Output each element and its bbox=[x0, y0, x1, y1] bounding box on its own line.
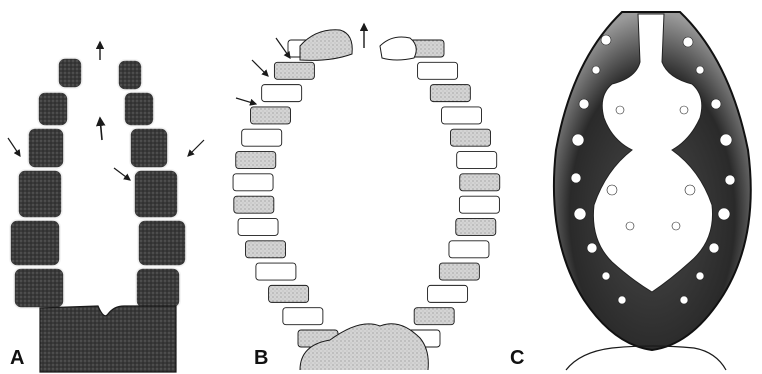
panel-a-right-segment bbox=[134, 170, 178, 218]
panel-b-left-cell bbox=[269, 285, 309, 302]
panel-a-right-column bbox=[118, 60, 186, 308]
panel-b-right-cell bbox=[451, 129, 491, 146]
panel-c-drawing bbox=[554, 12, 751, 370]
panel-c-pore bbox=[685, 185, 695, 195]
panel-b-left-cell bbox=[236, 152, 276, 169]
panel-c-pore bbox=[574, 208, 586, 220]
panel-label-c: C bbox=[510, 348, 524, 368]
panel-c-pore bbox=[720, 134, 732, 146]
panel-c-pore bbox=[602, 272, 610, 280]
panel-b-left-cell bbox=[256, 263, 296, 280]
panel-c-pore bbox=[572, 134, 584, 146]
panel-a-left-segment bbox=[18, 170, 62, 218]
panel-label-a: A bbox=[10, 348, 24, 368]
panel-a-right-segment bbox=[124, 92, 154, 126]
panel-c-pore bbox=[683, 37, 693, 47]
panel-b-right-cell bbox=[439, 263, 479, 280]
panel-a-arrow-inner-right bbox=[114, 168, 130, 180]
panel-c-pore bbox=[587, 243, 597, 253]
panel-c-pore bbox=[696, 272, 704, 280]
panel-b-left-cell bbox=[274, 62, 314, 79]
panel-b-top-cap-right bbox=[380, 37, 416, 60]
panel-a-right-segment bbox=[130, 128, 168, 168]
panel-c-pore bbox=[592, 66, 600, 74]
panel-c-pore bbox=[601, 35, 611, 45]
panel-a-drawing bbox=[8, 42, 204, 372]
panel-b-arrow-2 bbox=[252, 60, 268, 76]
panel-a-right-segment bbox=[118, 60, 142, 90]
panel-b-right-cell bbox=[418, 62, 458, 79]
panel-b-right-cell bbox=[449, 241, 489, 258]
panel-label-b: B bbox=[254, 348, 268, 368]
panel-c-pore bbox=[626, 222, 634, 230]
panel-a-right-segment bbox=[136, 268, 180, 308]
panel-b-left-cell bbox=[251, 107, 291, 124]
panel-b-left-cell bbox=[238, 218, 278, 235]
panel-a-left-segment bbox=[58, 58, 82, 88]
panel-b-right-cell bbox=[442, 107, 482, 124]
panel-b-left-column bbox=[233, 30, 352, 347]
panel-b-left-cell bbox=[283, 308, 323, 325]
panel-b-right-cell bbox=[457, 152, 497, 169]
panel-c-pore bbox=[571, 173, 581, 183]
panel-c-pore bbox=[618, 296, 626, 304]
panel-c-pore bbox=[672, 222, 680, 230]
panel-b-left-cell bbox=[233, 174, 273, 191]
panel-c-pore bbox=[607, 185, 617, 195]
panel-c-pore bbox=[616, 106, 624, 114]
panel-b-arrow-3 bbox=[236, 98, 256, 104]
panel-b-left-cell bbox=[246, 241, 286, 258]
panel-b-right-column bbox=[380, 37, 500, 347]
panel-b-left-cell bbox=[242, 129, 282, 146]
panel-c-pore bbox=[725, 175, 735, 185]
panel-a-left-segment bbox=[10, 220, 60, 266]
panel-c-pore bbox=[696, 66, 704, 74]
panel-a-arrow-outer-right bbox=[188, 140, 204, 156]
panel-c-pore bbox=[680, 296, 688, 304]
panel-a-left-segment bbox=[14, 268, 64, 308]
panel-a-arrow-center bbox=[100, 118, 102, 140]
panel-b-right-cell bbox=[456, 218, 496, 235]
panel-b-right-cell bbox=[428, 285, 468, 302]
panel-a-right-segment bbox=[138, 220, 186, 266]
panel-c-pore bbox=[718, 208, 730, 220]
panel-a-left-segment bbox=[28, 128, 64, 168]
panel-b-top-cap-left bbox=[300, 30, 352, 61]
panel-b-right-cell bbox=[430, 85, 470, 102]
panel-b-right-cell bbox=[460, 174, 500, 191]
panel-b-right-cell bbox=[414, 308, 454, 325]
panel-b-drawing bbox=[233, 24, 500, 370]
panel-a-base-block bbox=[40, 306, 176, 372]
panel-a-arrow-left bbox=[8, 138, 20, 156]
panel-c-pore bbox=[680, 106, 688, 114]
panel-b-left-cell bbox=[262, 85, 302, 102]
panel-b-right-cell bbox=[459, 196, 499, 213]
panel-a-left-segment bbox=[38, 92, 68, 126]
panel-c-pore bbox=[709, 243, 719, 253]
panel-b-left-cell bbox=[234, 196, 274, 213]
panel-a-left-column bbox=[10, 58, 82, 308]
panel-c-pore bbox=[579, 99, 589, 109]
panel-c-pore bbox=[711, 99, 721, 109]
